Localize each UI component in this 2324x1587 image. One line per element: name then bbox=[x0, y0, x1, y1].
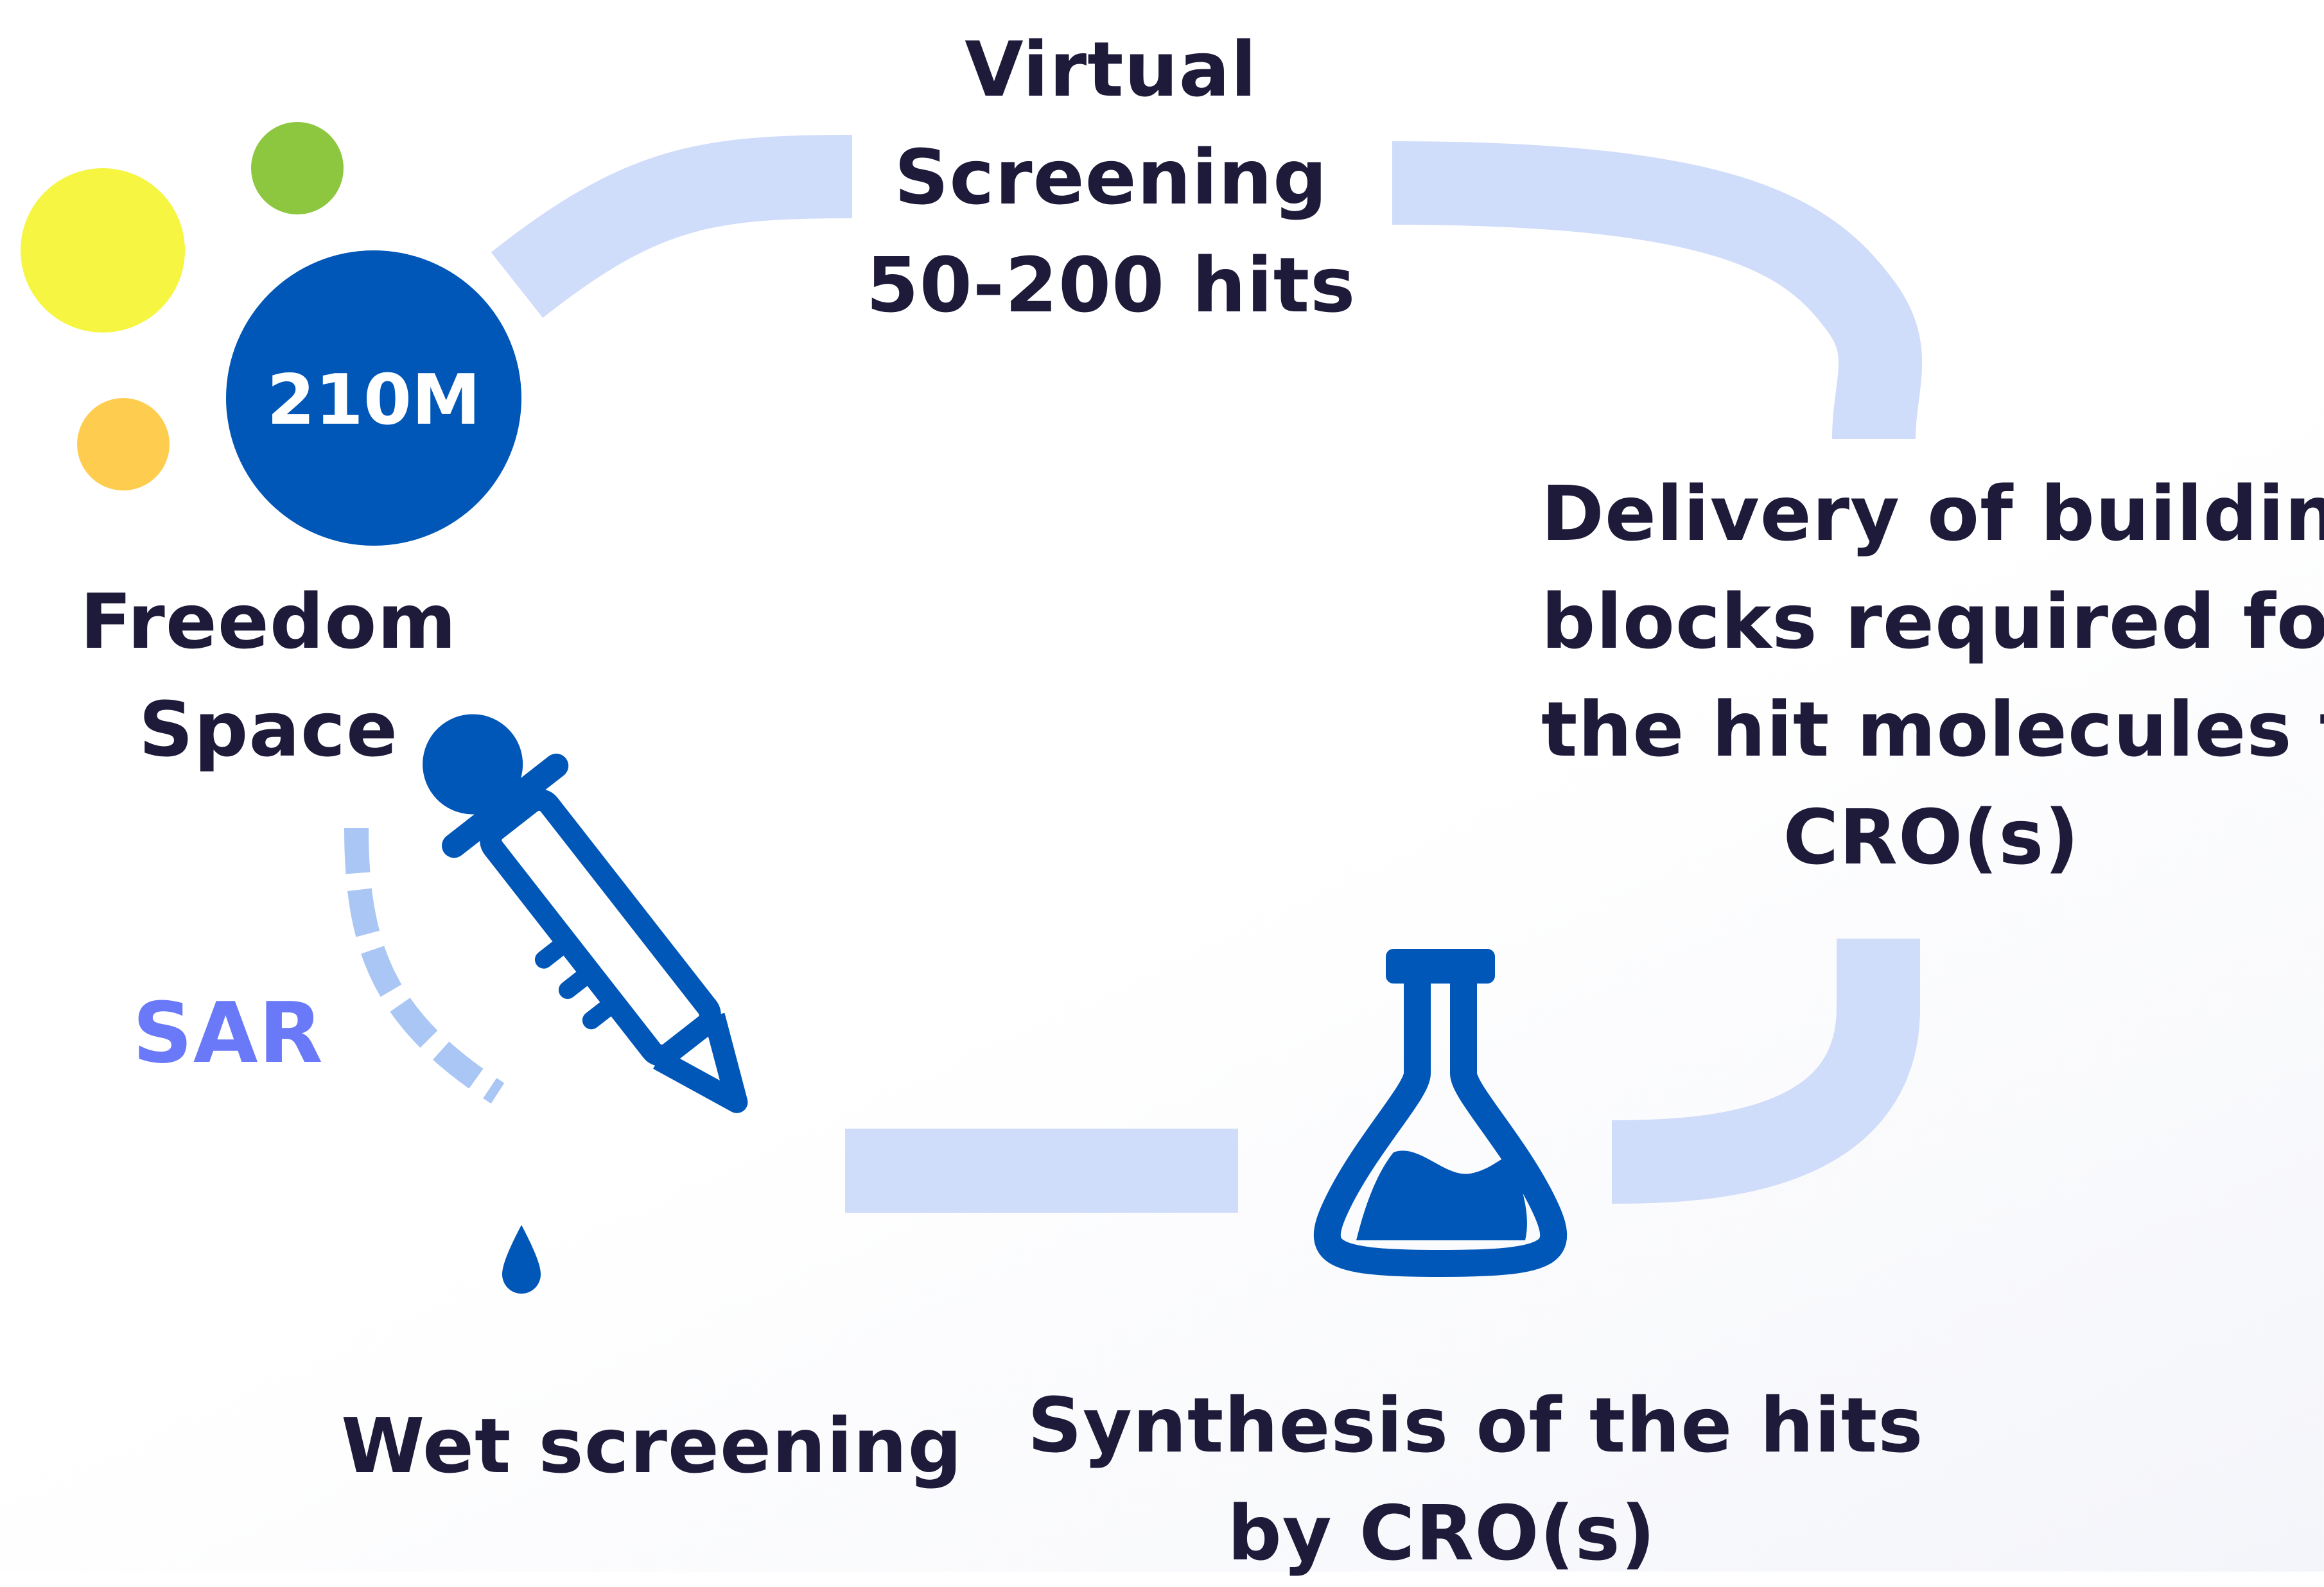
pipette-icon bbox=[423, 714, 748, 1113]
sar-label: SAR bbox=[116, 979, 340, 1087]
synthesis-label: Synthesis of the hits by CRO(s) bbox=[1027, 1371, 1924, 1587]
virtual-screening-line-3: 50-200 hits bbox=[866, 241, 1356, 329]
flask-liquid bbox=[1356, 1150, 1527, 1240]
pipette-tick-1 bbox=[534, 933, 576, 969]
freedom-space-line-1: Freedom bbox=[80, 577, 457, 666]
virtual-screening-line-2: Screening bbox=[894, 133, 1328, 221]
synthesis-line-2: by CRO(s) bbox=[1227, 1489, 1656, 1577]
synthesis-line-1: Synthesis of the hits bbox=[1027, 1381, 1924, 1470]
connector-freedom-to-virtual bbox=[491, 135, 853, 318]
virtual-screening-line-1: Virtual bbox=[965, 25, 1257, 114]
pipette-drop bbox=[502, 1225, 541, 1294]
connector-sar-dashed bbox=[344, 828, 505, 1104]
flask-cap bbox=[1386, 949, 1495, 984]
pipette-collar bbox=[442, 753, 569, 858]
connector-delivery-to-synthesis bbox=[1611, 939, 1920, 1204]
freedom-space-label: Freedom Space bbox=[76, 568, 461, 783]
wet-screening-label: Wet screening bbox=[334, 1392, 970, 1500]
freedom-space-line-2: Space bbox=[138, 685, 399, 774]
pipette-tick-3 bbox=[582, 993, 624, 1030]
freedom-space-count: 210M bbox=[267, 360, 481, 440]
delivery-label: Delivery of building blocks required for… bbox=[1541, 460, 2324, 891]
bubble-green bbox=[251, 122, 344, 214]
bubble-orange bbox=[77, 398, 170, 490]
delivery-line-1: Delivery of building bbox=[1541, 469, 2324, 558]
freedom-space-circle bbox=[226, 250, 521, 546]
wet-screening-text: Wet screening bbox=[341, 1401, 963, 1490]
pipette-body bbox=[480, 788, 721, 1067]
sar-text: SAR bbox=[132, 984, 324, 1082]
pipette-tip bbox=[653, 1012, 748, 1113]
flask-glass bbox=[1313, 984, 1568, 1277]
pipette-bulb bbox=[423, 714, 523, 815]
delivery-line-4: CRO(s) bbox=[1783, 793, 2080, 881]
flask-icon bbox=[1313, 949, 1568, 1277]
delivery-line-3: the hit molecules to bbox=[1541, 685, 2324, 774]
delivery-line-2: blocks required for bbox=[1541, 577, 2324, 666]
molecule-bubbles-icon bbox=[21, 122, 521, 546]
connector-synthesis-to-wet bbox=[845, 1129, 1238, 1213]
virtual-screening-label: Virtual Screening 50-200 hits bbox=[854, 15, 1368, 339]
bubble-yellow bbox=[21, 168, 185, 333]
connector-virtual-to-delivery bbox=[1392, 141, 1923, 440]
pipette-tick-2 bbox=[558, 963, 600, 1000]
